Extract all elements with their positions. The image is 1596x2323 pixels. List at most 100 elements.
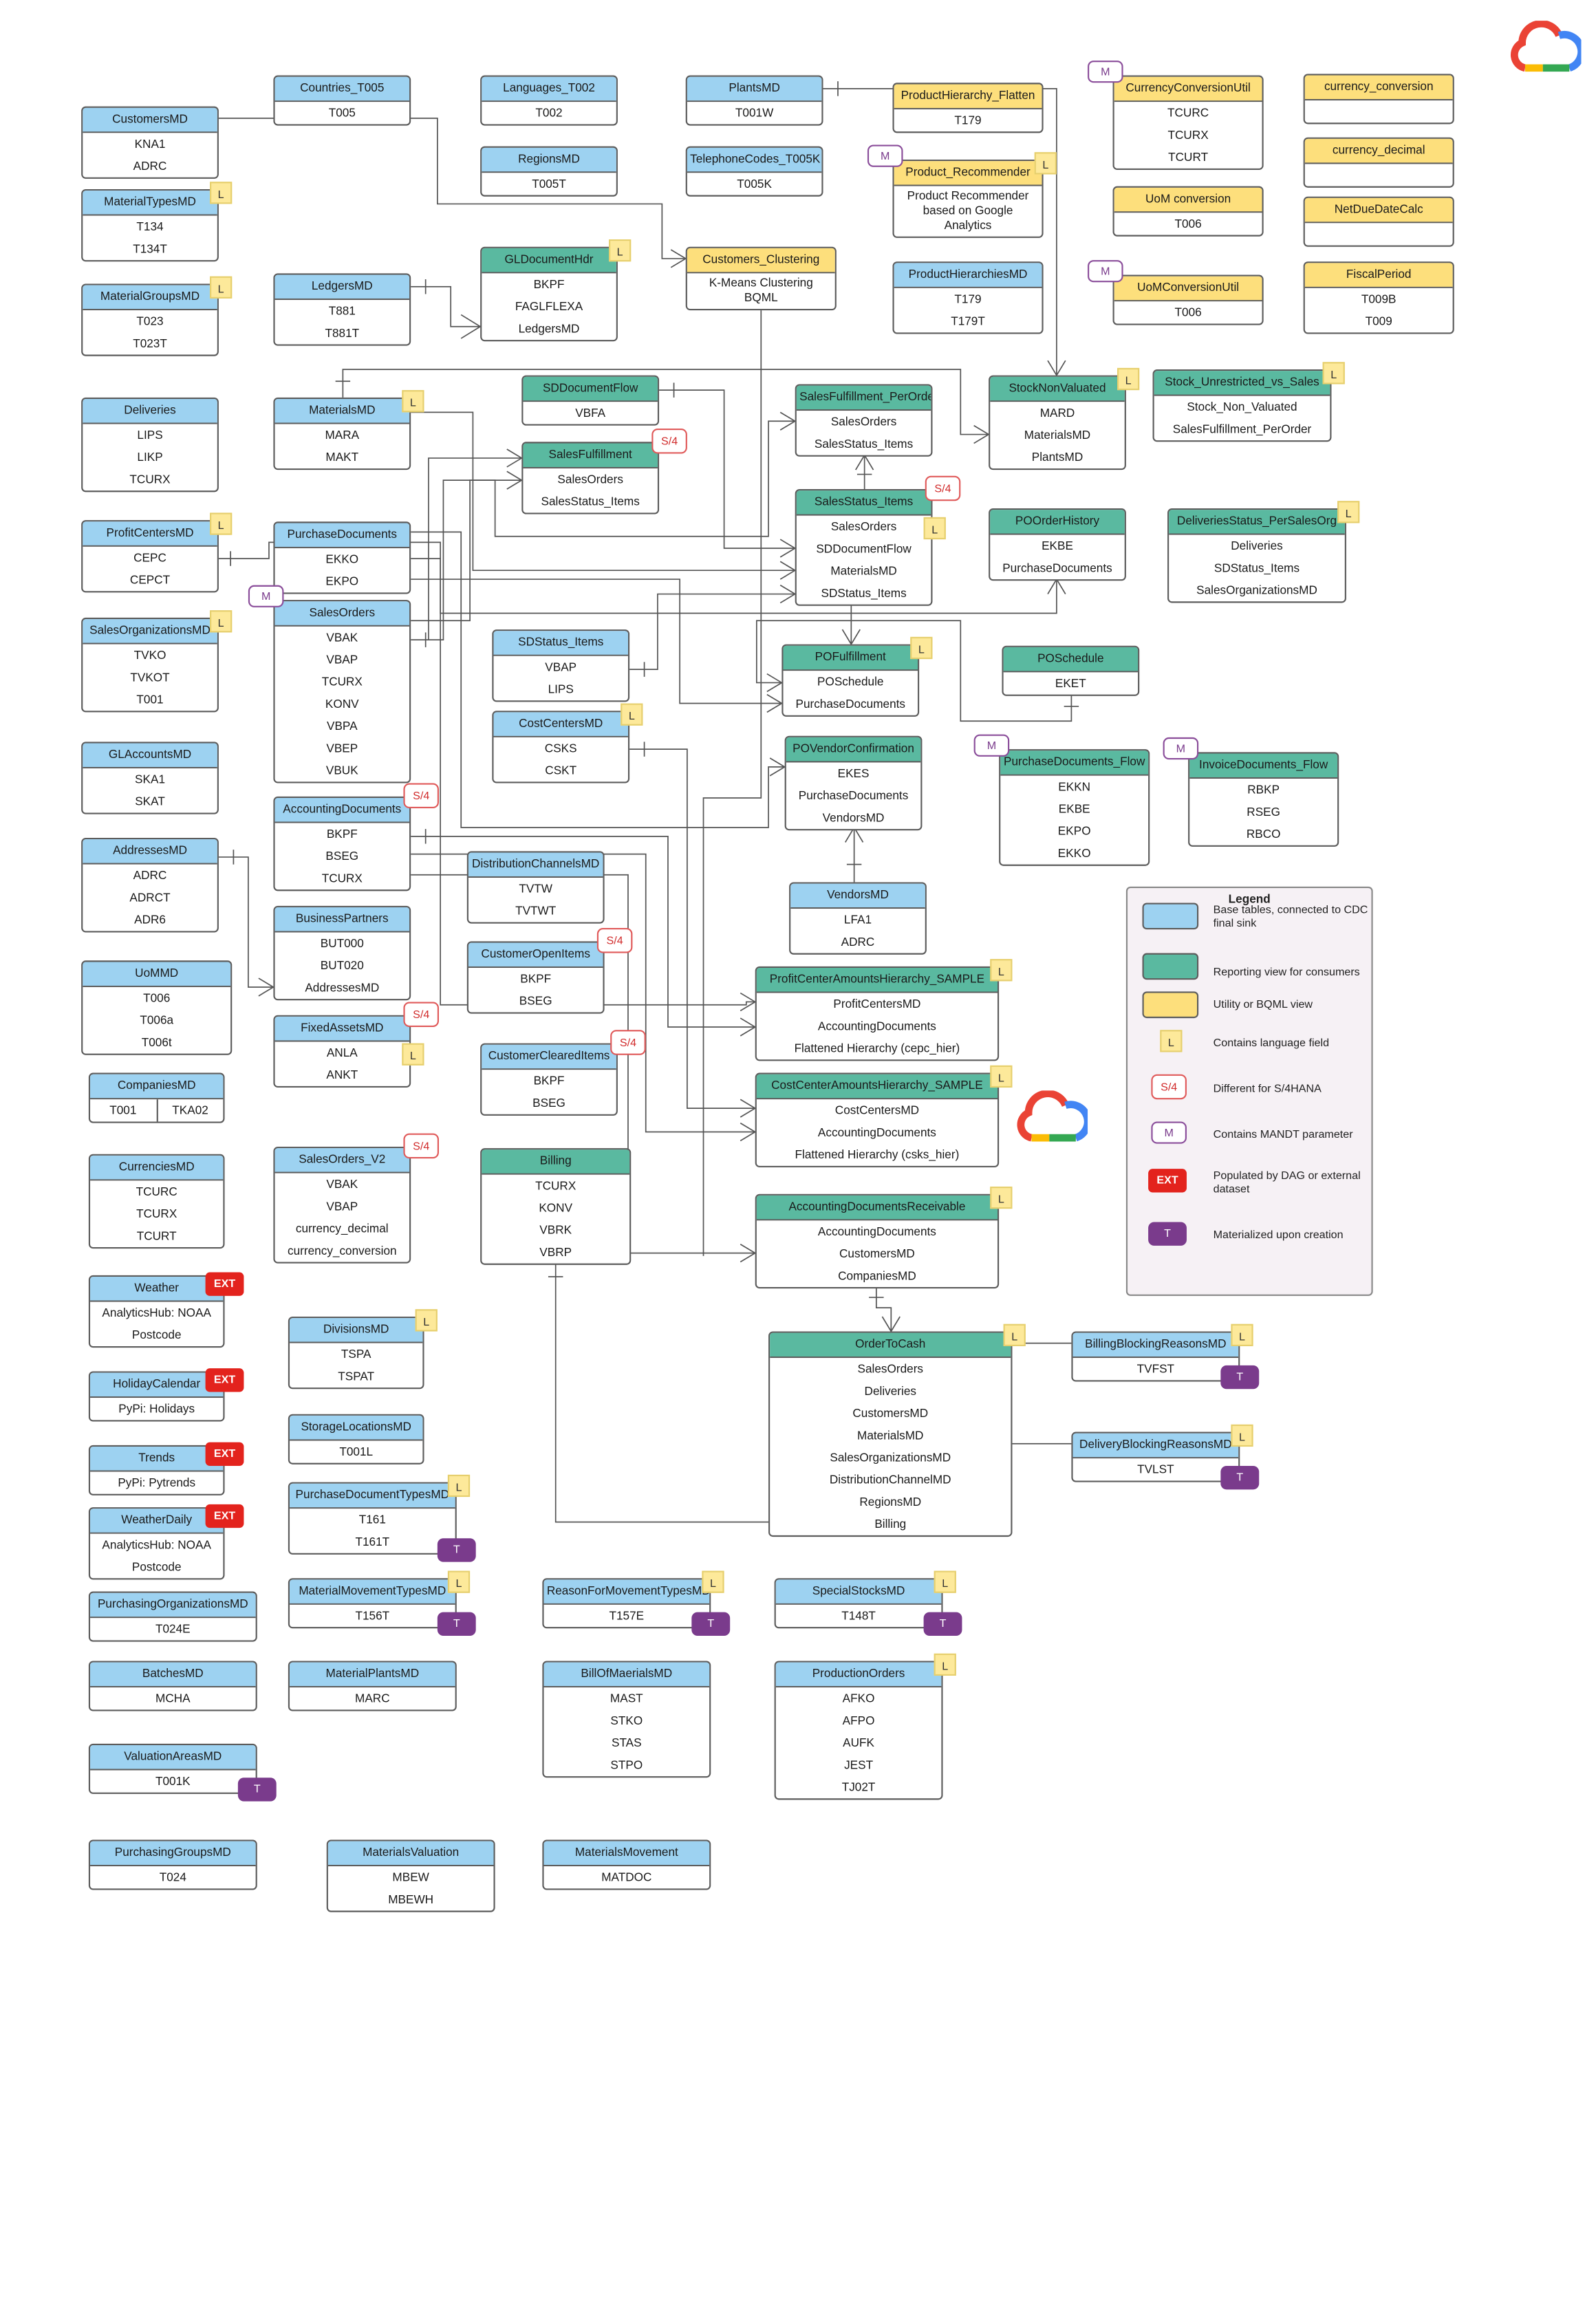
- legend-text-mandt: Contains MANDT parameter: [1213, 1127, 1353, 1141]
- badge-l-icon: L: [210, 512, 233, 535]
- entity-field: T006t: [141, 1035, 172, 1050]
- badge-l-icon: L: [910, 636, 933, 660]
- entity-title: NetDueDateCalc: [1304, 197, 1453, 224]
- badge-l-icon: L: [1034, 152, 1057, 175]
- badge-l-icon: L: [402, 1043, 424, 1066]
- entity-title: StockNonValuated: [990, 376, 1125, 402]
- entity-title: Countries_T005: [274, 76, 410, 102]
- entity-field: SalesStatus_Items: [814, 437, 914, 451]
- entity-field: AUFK: [843, 1736, 874, 1750]
- entity-title: UoMConversionUtil: [1114, 276, 1262, 302]
- legend-item-utility: Utility or BQML view: [1142, 991, 1364, 1021]
- entity-field: SalesOrganizationsMD: [1196, 583, 1317, 597]
- entity-title: Languages_T002: [482, 76, 616, 102]
- badge-l-icon: L: [415, 1309, 438, 1332]
- entity-title: FiscalPeriod: [1304, 263, 1453, 288]
- entity-field: [1305, 223, 1453, 245]
- entity-field: T001L: [339, 1445, 374, 1459]
- entity-title: BusinessPartners: [274, 907, 410, 933]
- entity-title: AccountingDocumentsReceivable: [756, 1195, 998, 1221]
- legend-text-external: Populated by DAG or external dataset: [1213, 1169, 1361, 1196]
- entity-field: SKA1: [135, 772, 166, 786]
- legend-text-s4: Different for S/4HANA: [1213, 1081, 1322, 1095]
- entity-field: T001: [136, 693, 164, 706]
- badge-s4-icon: S/4: [651, 428, 687, 454]
- entity-field: MaterialsMD: [830, 564, 897, 578]
- entity-title: SalesFulfillment_PerOrder: [796, 385, 931, 411]
- entity-field: MARA: [325, 428, 360, 442]
- entity-title: CurrenciesMD: [90, 1155, 224, 1181]
- entity-title: CustomerClearedItems: [482, 1044, 616, 1070]
- entity-field: currency_decimal: [295, 1222, 389, 1235]
- entity-field: ADRCT: [129, 891, 171, 905]
- entity-field: VBAK: [326, 1178, 358, 1191]
- entity-title: CustomerOpenItems: [468, 942, 603, 969]
- entity-field: DistributionChannelMD: [829, 1473, 951, 1487]
- badge-l-icon: L: [1117, 367, 1140, 391]
- badge-m-icon: M: [248, 585, 284, 607]
- entity-field: TJ02T: [841, 1780, 876, 1794]
- entity-field: Postcode: [131, 1328, 182, 1342]
- entity-field: PurchaseDocuments: [1002, 561, 1112, 575]
- entity-title: Deliveries: [83, 399, 217, 424]
- entity-title: SpecialStocksMD: [775, 1579, 942, 1605]
- badge-s4-icon: S/4: [403, 783, 439, 809]
- entity-field: STPO: [610, 1758, 643, 1772]
- entity-title: AddressesMD: [83, 839, 217, 865]
- legend-swatch-utility: [1142, 991, 1199, 1019]
- entity-title: ProfitCenterAmountsHierarchy_SAMPLE: [756, 968, 998, 993]
- legend-item-s4: S/4 Different for S/4HANA: [1143, 1074, 1364, 1101]
- badge-l-icon: L: [934, 1570, 956, 1593]
- entity-field: PurchaseDocuments: [798, 789, 909, 803]
- entity-field: T009: [1365, 314, 1392, 328]
- entity-field: T148T: [841, 1609, 876, 1623]
- legend-swatch-language: L: [1160, 1030, 1183, 1052]
- entity-field: TVLST: [1137, 1462, 1174, 1476]
- entity-title: CompaniesMD: [90, 1074, 224, 1100]
- entity-title: PurchaseDocuments_Flow: [1000, 750, 1149, 776]
- entity-title: CostCenterAmountsHierarchy_SAMPLE: [756, 1074, 998, 1100]
- entity-field: T006: [1174, 217, 1202, 231]
- entity-field: AFPO: [842, 1714, 875, 1728]
- badge-l-icon: L: [609, 239, 632, 262]
- entity-title: SDDocumentFlow: [523, 376, 658, 402]
- entity-field: BKPF: [533, 277, 565, 292]
- entity-title: UoMMD: [83, 962, 231, 987]
- entity-field: EKPO: [325, 574, 359, 588]
- entity-field: T001W: [735, 106, 774, 120]
- entity-field: CustomersMD: [839, 1247, 915, 1261]
- entity-field: AnalyticsHub: NOAA: [102, 1538, 211, 1552]
- entity-title: PurchaseDocumentTypesMD: [290, 1483, 455, 1509]
- entity-title: POOrderHistory: [990, 510, 1125, 535]
- entity-field: TCURX: [535, 1179, 576, 1193]
- entity-title: ReasonForMovementTypesMD: [543, 1579, 710, 1605]
- entity-title: Customers_Clustering: [687, 248, 835, 274]
- entity-field: BUT020: [320, 959, 364, 973]
- entity-field: VendorsMD: [822, 811, 885, 825]
- entity-field: T024E: [155, 1622, 191, 1636]
- entity-field: TCURC: [136, 1185, 177, 1199]
- entity-title: BillingBlockingReasonsMD: [1072, 1332, 1239, 1359]
